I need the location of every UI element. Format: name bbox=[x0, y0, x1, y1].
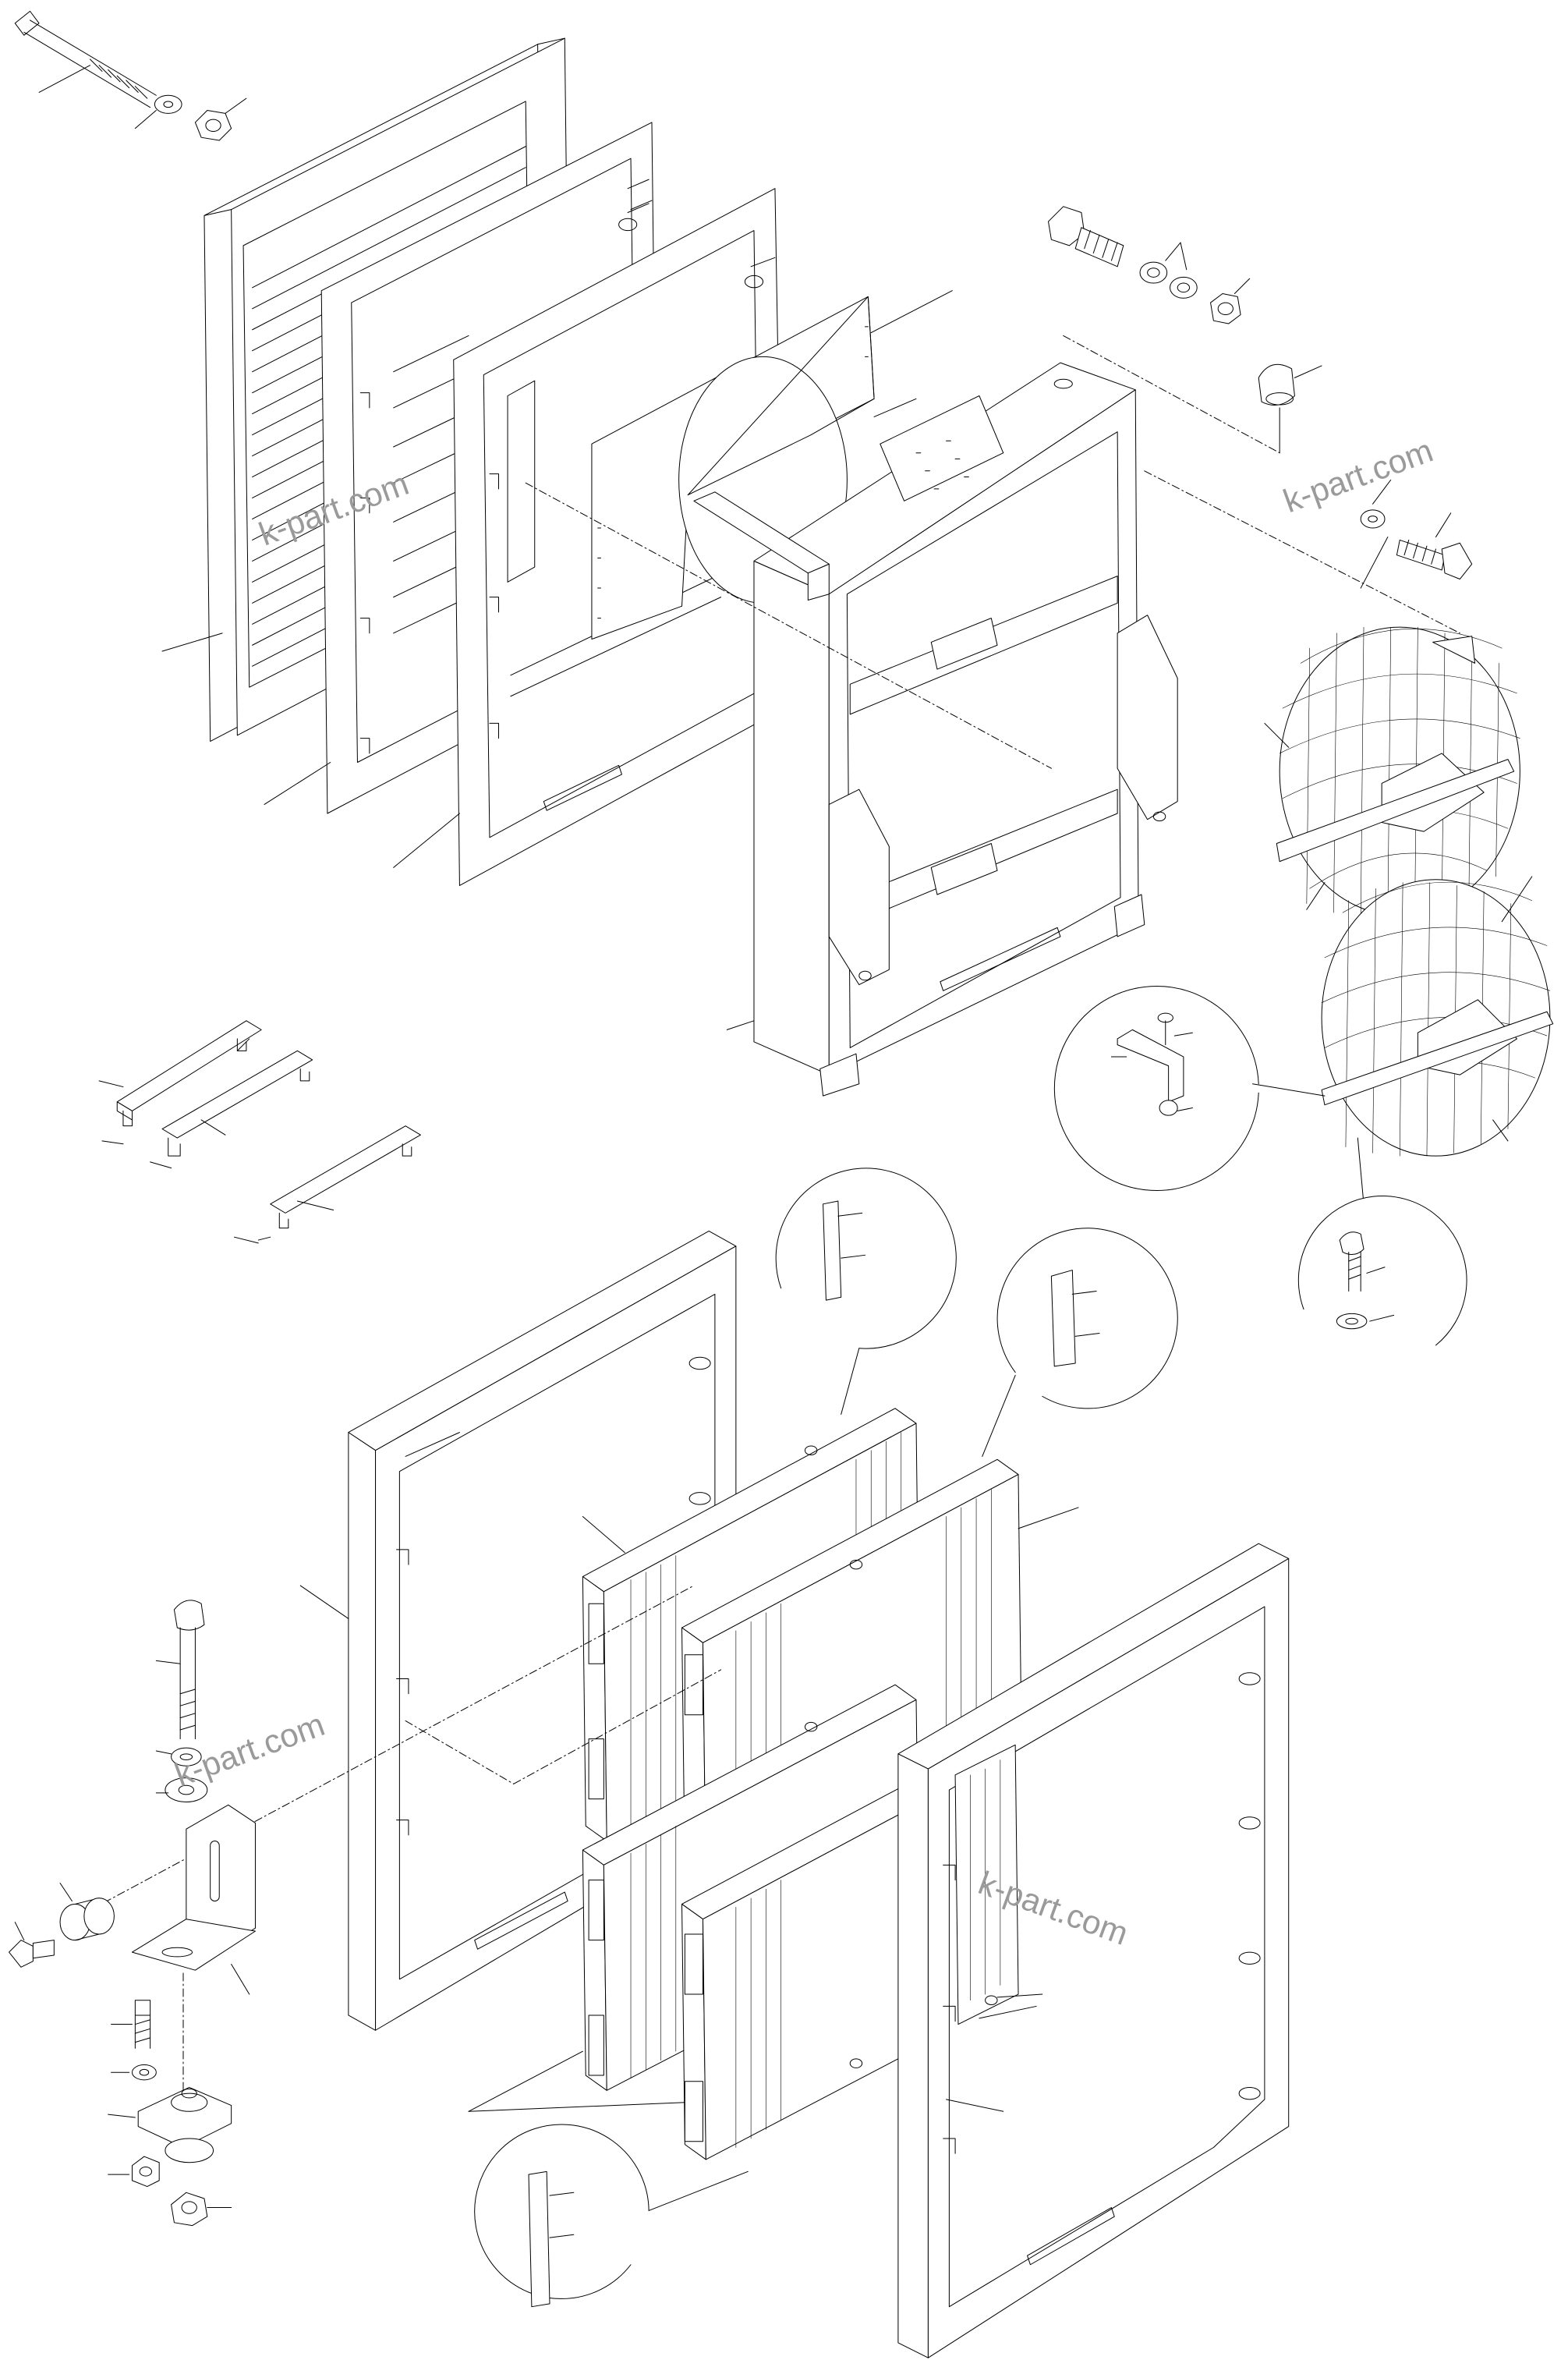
long-bolt-icon bbox=[15, 11, 156, 107]
fan-guard-lower bbox=[1322, 877, 1553, 1204]
fan-guard-upper bbox=[1265, 627, 1520, 919]
spacer-sleeve-icon bbox=[60, 1883, 114, 1940]
mount-nut-icon bbox=[108, 2156, 159, 2187]
nut-icon bbox=[195, 98, 246, 140]
washer-icon bbox=[135, 95, 182, 128]
rubber-mount-icon bbox=[108, 2087, 232, 2162]
detail-circle-bar-2 bbox=[982, 1228, 1178, 1457]
detail-circle-bar-1 bbox=[776, 1168, 956, 1415]
main-support-frame bbox=[694, 363, 1177, 1096]
watermark-3: k-part.com bbox=[170, 1706, 329, 1794]
watermark-2: k-part.com bbox=[1279, 432, 1438, 520]
lower-nut-icon bbox=[172, 2192, 232, 2225]
lower-right-frame bbox=[898, 1543, 1289, 2358]
detail-circle-bolt bbox=[1298, 1196, 1467, 1345]
lock-washer-icon bbox=[1140, 243, 1197, 298]
angle-bracket-icon bbox=[133, 1805, 256, 1994]
stud-bolt-icon bbox=[111, 2000, 150, 2049]
flange-nut-icon bbox=[1211, 278, 1250, 324]
flat-bracket-3 bbox=[271, 1126, 421, 1228]
cap-plug-icon bbox=[1258, 364, 1322, 452]
detail-circle-bar-3 bbox=[469, 2051, 748, 2306]
cotter-pins bbox=[102, 1141, 271, 1243]
hex-bolt-icon bbox=[1049, 207, 1124, 267]
flat-bracket-1 bbox=[99, 1021, 261, 1126]
mount-bolt-icon bbox=[156, 1600, 204, 1739]
upper-centre-lines bbox=[526, 335, 1460, 768]
mount-washers-icon bbox=[156, 1748, 207, 1802]
stud-washer-icon bbox=[111, 2065, 157, 2080]
small-bolt-icon bbox=[9, 1922, 55, 1968]
flat-bracket-2 bbox=[162, 1051, 313, 1156]
side-bolt-icon bbox=[1361, 480, 1472, 588]
detail-circle-bracket bbox=[1054, 987, 1325, 1191]
